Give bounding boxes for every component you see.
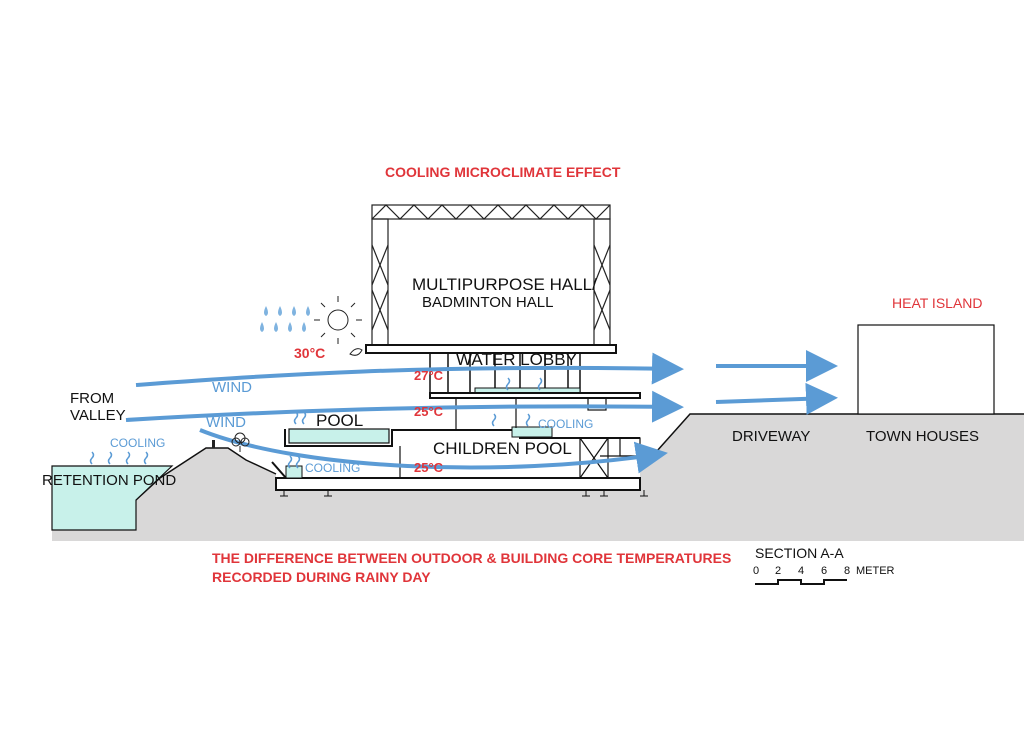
children-pool-water [511,426,553,438]
retention-pond-water [51,465,174,531]
water-lobby-label: WATER LOBBY [456,350,577,369]
cooling-label-lower-pool: COOLING [305,461,361,475]
scale-tick-8: 8 [844,565,851,577]
roof-truss [371,204,611,220]
heat-island-label: HEAT ISLAND [892,295,983,311]
building-base-slab [275,477,641,491]
wind-arrow-right-lower [715,382,838,415]
cooling-label-pond: COOLING [110,436,166,450]
retention-pond-label: RETENTION POND [42,472,177,489]
rain-icon [260,306,310,332]
wind-source-line1: FROM [70,390,115,407]
pool-water [288,428,390,444]
children-pool-label: CHILDREN POOL [433,439,572,458]
scale-bar [755,579,847,585]
cooling-label-children-pool: COOLING [538,417,594,431]
outdoor-temperature: 30°C [294,345,326,361]
evaporation-icons [89,377,543,469]
lobby-temperature: 27°C [414,368,444,383]
hall-label-line1: MULTIPURPOSE HALL/ [412,275,597,294]
hall-label-line2: BADMINTON HALL [422,294,554,311]
driveway-label: DRIVEWAY [732,428,811,445]
pool-level-slab [284,429,640,447]
lobby-floor-slab [429,392,641,399]
embankment-post [212,440,215,448]
section-title: SECTION A-A [755,545,844,561]
scale-tick-2: 2 [775,565,782,577]
caption-line1: THE DIFFERENCE BETWEEN OUTDOOR & BUILDIN… [212,550,732,566]
wind-label-lower: WIND [206,414,246,431]
diagram-title: COOLING MICROCLIMATE EFFECT [385,164,621,180]
ground-temperature: 25°C [414,460,444,475]
tree-icon [231,432,250,452]
lower-pool-water [285,465,303,479]
sun-icon [314,296,362,344]
pool-label: POOL [316,411,364,430]
town-houses-label: TOWN HOUSES [866,428,980,445]
wind-arrow-lower [199,428,668,474]
scale-tick-6: 6 [821,565,828,577]
pool-level-temperature: 25°C [414,404,444,419]
scale-tick-4: 4 [798,565,805,577]
scale-unit: METER [856,565,895,577]
wind-arrow-upper [135,352,684,387]
caption-line2: RECORDED DURING RAINY DAY [212,569,431,585]
footings [280,490,648,497]
scale-tick-0: 0 [753,565,760,577]
ground-section [52,414,1024,541]
wind-label-upper: WIND [212,379,252,396]
mid-floor-walls [399,397,650,479]
town-house-block [857,324,995,415]
wind-arrow-middle [125,390,684,423]
leaf-icon [349,348,363,356]
pool-ladder [271,461,287,479]
wind-source-line2: VALLEY [70,407,126,424]
hall-columns [371,218,611,348]
